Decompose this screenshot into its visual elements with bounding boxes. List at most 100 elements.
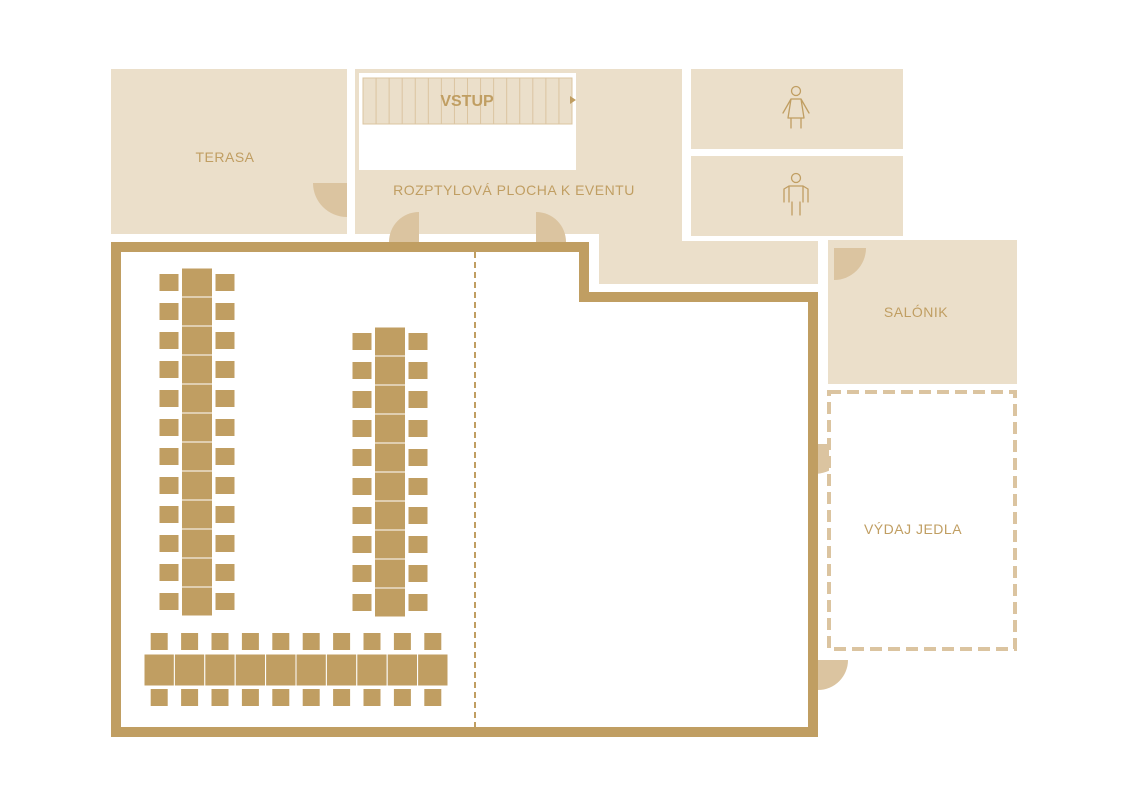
- chair: [352, 565, 372, 582]
- chair: [408, 594, 428, 611]
- chair: [393, 633, 411, 650]
- table: [374, 355, 406, 386]
- man-restroom-icon: [783, 172, 809, 216]
- chair: [352, 594, 372, 611]
- chair: [393, 689, 411, 706]
- chair: [352, 449, 372, 466]
- chair: [159, 303, 179, 320]
- chair: [272, 633, 290, 650]
- chair: [408, 565, 428, 582]
- table: [374, 587, 406, 618]
- chair: [272, 689, 290, 706]
- women-restroom-room: [691, 69, 903, 149]
- chair: [352, 478, 372, 495]
- chair: [159, 390, 179, 407]
- chair: [215, 303, 235, 320]
- chair: [363, 633, 381, 650]
- table: [181, 499, 213, 530]
- table: [181, 470, 213, 501]
- table: [374, 326, 406, 357]
- chair: [159, 274, 179, 291]
- chair: [181, 633, 199, 650]
- table: [374, 558, 406, 589]
- men-restroom-room: [691, 156, 903, 236]
- foyer-door-right: [536, 212, 566, 242]
- chair: [352, 362, 372, 379]
- foyer-door-left: [389, 212, 419, 242]
- chair: [159, 419, 179, 436]
- chair: [159, 448, 179, 465]
- food-service-label: VÝDAJ JEDLA: [864, 521, 962, 537]
- table: [181, 441, 213, 472]
- chair: [215, 535, 235, 552]
- chair: [352, 333, 372, 350]
- chair: [150, 633, 168, 650]
- chair: [159, 535, 179, 552]
- chair: [159, 564, 179, 581]
- chair: [159, 506, 179, 523]
- table: [386, 653, 419, 687]
- entrance-label: VSTUP: [440, 93, 494, 110]
- chair: [408, 362, 428, 379]
- seating-layout: [143, 267, 449, 706]
- table: [181, 296, 213, 327]
- table: [234, 653, 267, 687]
- chair: [408, 449, 428, 466]
- foyer-label: ROZPTYLOVÁ PLOCHA K EVENTU: [393, 182, 635, 198]
- chair: [241, 633, 259, 650]
- table: [143, 653, 175, 687]
- chair: [215, 361, 235, 378]
- chair: [352, 391, 372, 408]
- table: [181, 267, 213, 298]
- chair: [215, 564, 235, 581]
- chair: [215, 593, 235, 610]
- chair: [408, 333, 428, 350]
- table: [173, 653, 206, 687]
- chair: [424, 689, 442, 706]
- table: [417, 653, 449, 687]
- chair: [424, 633, 442, 650]
- table: [374, 413, 406, 444]
- table: [181, 557, 213, 588]
- chair: [159, 361, 179, 378]
- table: [181, 412, 213, 443]
- chair: [215, 448, 235, 465]
- table: [204, 653, 236, 687]
- table: [374, 529, 406, 560]
- chair: [150, 689, 168, 706]
- event-hall: [111, 242, 818, 737]
- table: [356, 653, 388, 687]
- table: [181, 325, 213, 356]
- chair: [408, 536, 428, 553]
- chair: [211, 689, 229, 706]
- lounge-door: [834, 248, 866, 280]
- terasa-door: [313, 183, 347, 217]
- table: [181, 383, 213, 414]
- chair: [215, 506, 235, 523]
- table: [325, 653, 358, 687]
- chair: [215, 419, 235, 436]
- table: [295, 653, 327, 687]
- arrow-right-icon: [570, 96, 576, 104]
- chair: [333, 633, 351, 650]
- chair: [302, 633, 320, 650]
- chair: [352, 507, 372, 524]
- chair: [215, 332, 235, 349]
- table: [265, 653, 297, 687]
- lounge-label: SALÓNIK: [884, 304, 948, 320]
- hall-door-bottom: [818, 660, 848, 690]
- terasa-room: [111, 69, 347, 234]
- chair: [363, 689, 381, 706]
- chair: [408, 391, 428, 408]
- table: [374, 442, 406, 473]
- chair: [211, 633, 229, 650]
- chair: [159, 477, 179, 494]
- chair: [333, 689, 351, 706]
- terasa-label: TERASA: [195, 149, 254, 165]
- chair: [408, 420, 428, 437]
- chair: [215, 274, 235, 291]
- table: [181, 354, 213, 385]
- chair: [215, 390, 235, 407]
- food-service-area: [827, 390, 1017, 651]
